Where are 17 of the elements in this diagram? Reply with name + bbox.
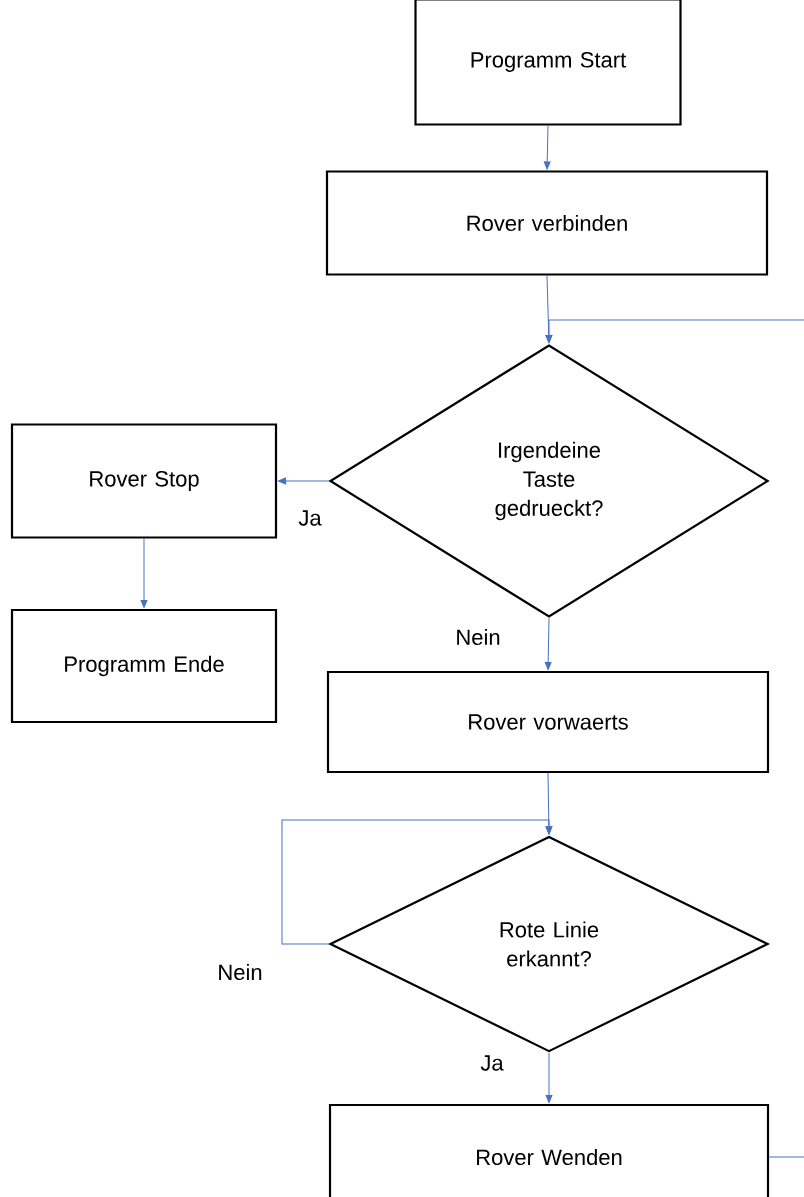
arrow (140, 538, 148, 609)
edge-label: Nein (216, 962, 264, 982)
arrow (544, 617, 552, 671)
arrow (545, 319, 804, 1158)
arrow (543, 125, 551, 170)
process-box: Rover Wenden (328, 1103, 770, 1197)
process-box: Rover vorwaerts (326, 670, 770, 774)
process-box: Programm Start (414, 0, 682, 126)
edge-label: Ja (479, 1054, 505, 1072)
process-box: Rover verbinden (325, 170, 769, 276)
edge-label: Nein (454, 627, 502, 647)
edge-label: Ja (297, 509, 323, 527)
arrow (545, 1052, 553, 1104)
process-box: Programm Ende (10, 608, 278, 724)
process-box: Rover Stop (10, 423, 278, 539)
arrow (278, 477, 330, 485)
arrow (281, 819, 553, 945)
